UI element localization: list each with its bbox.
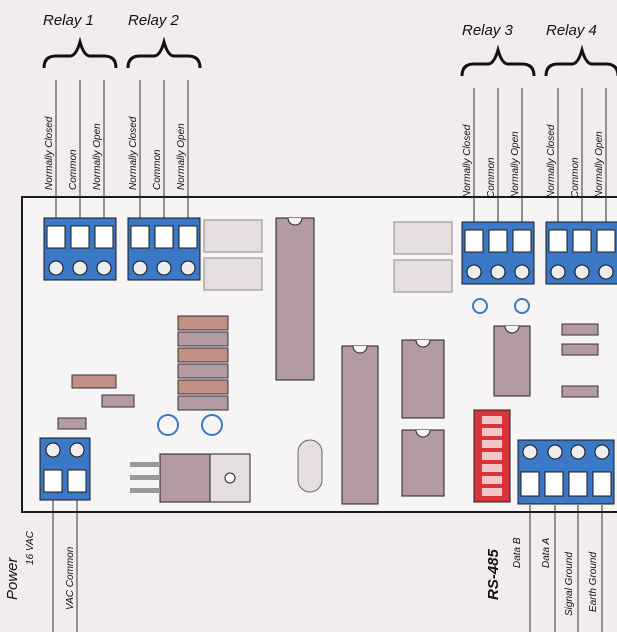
rs485-title: RS-485 — [485, 549, 502, 600]
relay-2-no-label: Normally Open — [176, 123, 187, 190]
relay-3-title: Relay 3 — [462, 22, 513, 39]
small-chip-lower — [401, 429, 445, 497]
power-vac-common-label: VAC Common — [65, 546, 76, 610]
relay-1-com-label: Common — [68, 149, 79, 190]
terminal-block-power — [39, 437, 91, 501]
small-chip-upper — [401, 339, 445, 419]
relay-3-com-label: Common — [486, 157, 497, 198]
relay-3-nc-label: Normally Closed — [462, 124, 473, 198]
voltage-regulator — [130, 453, 251, 503]
terminal-block-relay-2 — [127, 217, 201, 281]
relay-3-no-label: Normally Open — [510, 131, 521, 198]
capacitors — [157, 298, 530, 436]
relay-4-com-label: Common — [570, 157, 581, 198]
terminal-block-relay-3 — [461, 221, 535, 285]
top-wire-leads — [55, 80, 607, 228]
relay-1-no-label: Normally Open — [92, 123, 103, 190]
crystal-oscillator — [297, 439, 323, 493]
microcontroller-chip — [275, 217, 315, 381]
dip-switch — [473, 409, 511, 503]
relay-4-nc-label: Normally Closed — [546, 124, 557, 198]
rs485-earth-ground-label: Earth Ground — [588, 551, 599, 612]
relay-4-title: Relay 4 — [546, 22, 597, 39]
small-resistors — [57, 323, 599, 430]
small-chip-right — [493, 325, 531, 397]
rs485-data-a-label: Data A — [541, 537, 552, 568]
terminal-block-relay-4 — [545, 221, 617, 285]
relay-boxes — [203, 219, 453, 293]
relay-1-title: Relay 1 — [43, 12, 94, 29]
rs485-signal-ground-label: Signal Ground — [564, 552, 575, 616]
relay-2-com-label: Common — [152, 149, 163, 190]
relay-1-nc-label: Normally Closed — [44, 116, 55, 190]
terminal-block-rs485 — [517, 439, 615, 505]
power-16vac-label: 16 VAC — [25, 531, 36, 565]
rs485-data-b-label: Data B — [512, 537, 523, 568]
bottom-wire-leads — [52, 500, 603, 632]
terminal-block-relay-1 — [43, 217, 117, 281]
relay-4-no-label: Normally Open — [594, 131, 605, 198]
relay-2-brace — [126, 36, 202, 69]
resistor-stack — [177, 315, 229, 411]
relay-3-brace — [460, 44, 536, 77]
relay-2-nc-label: Normally Closed — [128, 116, 139, 190]
power-title: Power — [4, 557, 21, 600]
relay-1-brace — [42, 36, 118, 69]
relay-4-brace — [544, 44, 617, 77]
center-chip — [341, 345, 379, 505]
relay-2-title: Relay 2 — [128, 12, 179, 29]
